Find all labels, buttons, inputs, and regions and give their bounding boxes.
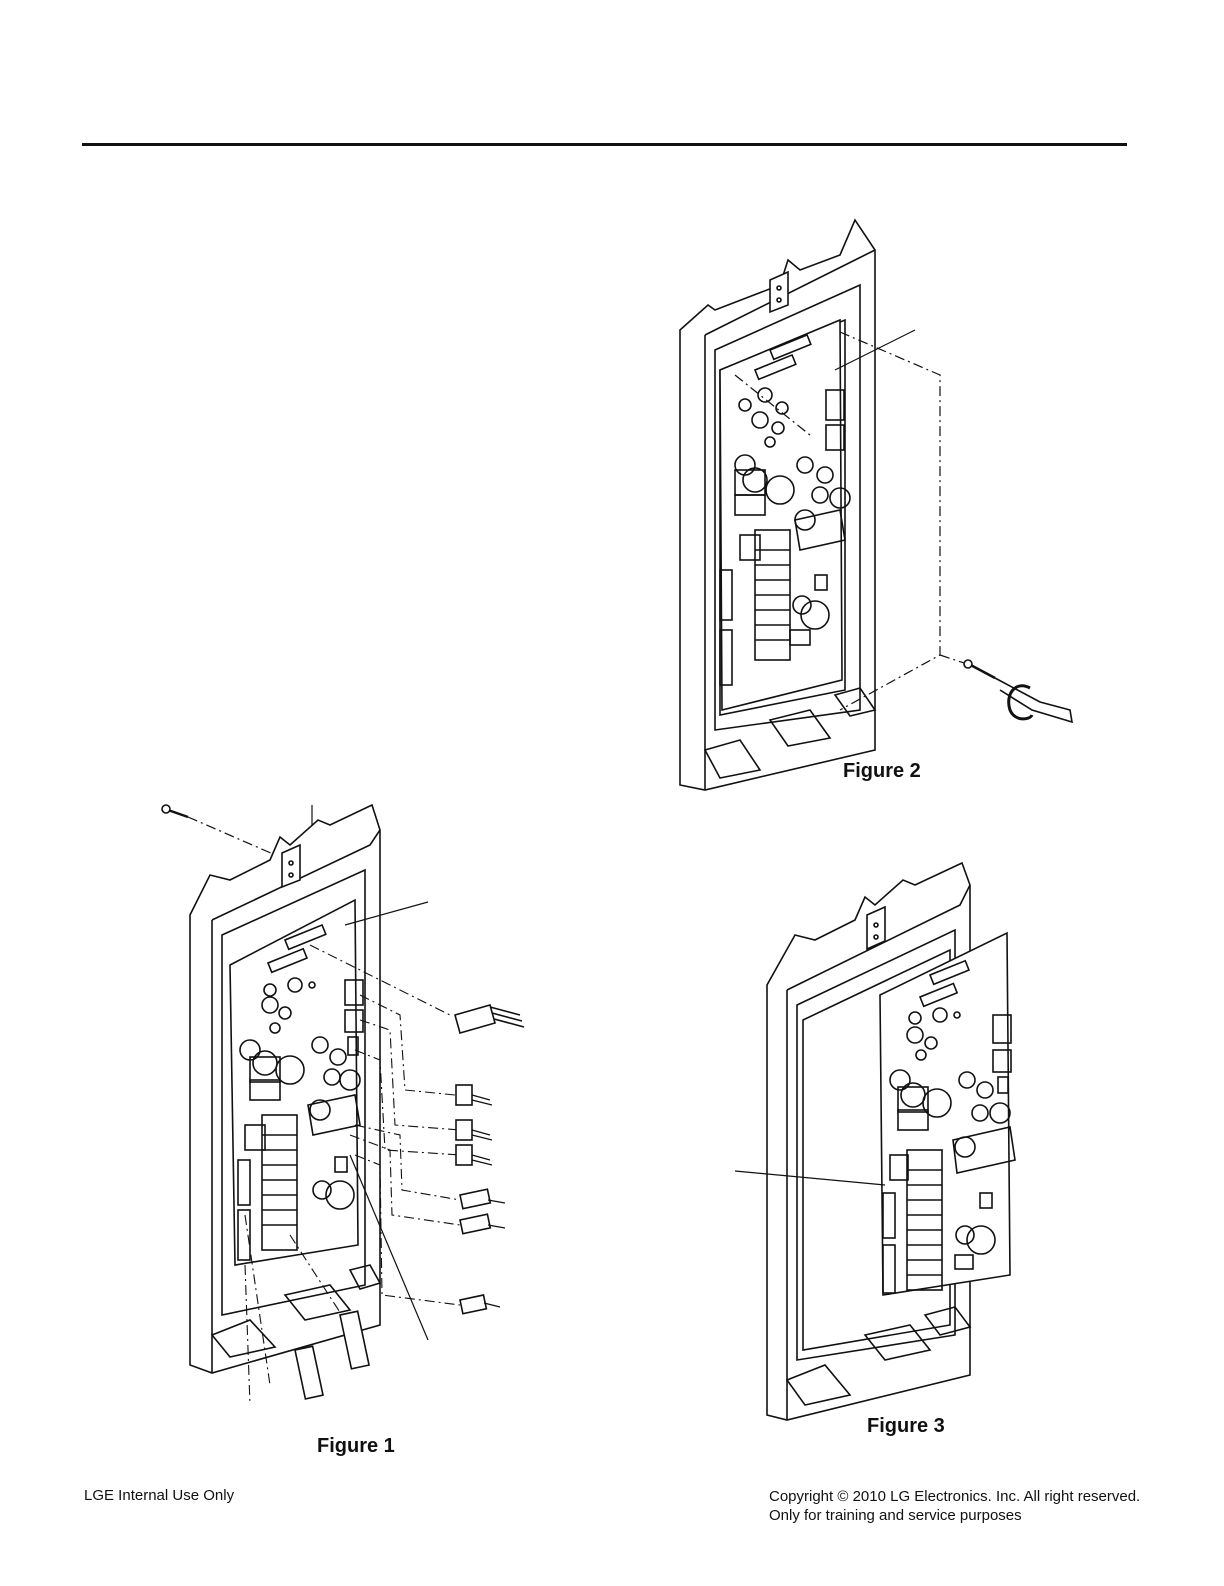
figure-2-caption: Figure 2 <box>843 760 921 783</box>
figure-1-caption: Figure 1 <box>317 1435 395 1458</box>
figure-1-illustration <box>150 795 530 1435</box>
header-rule <box>82 143 1127 146</box>
footer-internal-use: LGE Internal Use Only <box>84 1487 234 1504</box>
figure-3-caption: Figure 3 <box>867 1415 945 1438</box>
figure-3-illustration <box>725 855 1045 1425</box>
footer-copyright-block: Copyright © 2010 LG Electronics. Inc. Al… <box>769 1487 1140 1525</box>
footer-copyright: Copyright © 2010 LG Electronics. Inc. Al… <box>769 1487 1140 1506</box>
footer-purpose: Only for training and service purposes <box>769 1506 1140 1525</box>
figure-2-illustration <box>660 210 1100 800</box>
